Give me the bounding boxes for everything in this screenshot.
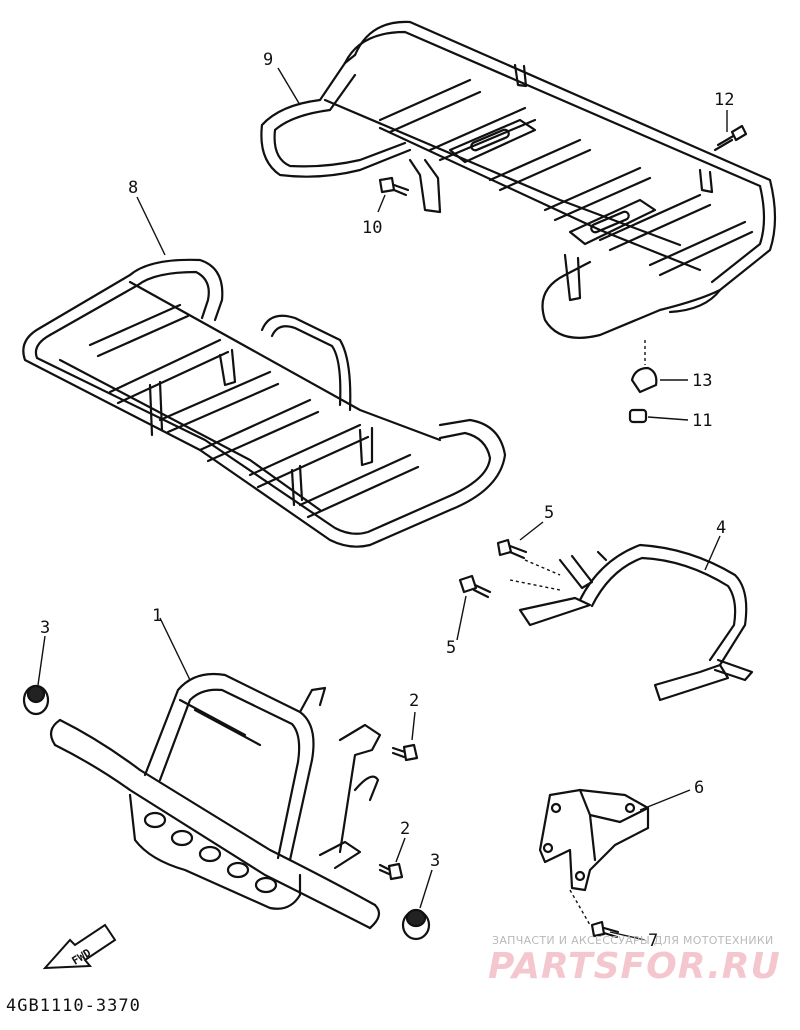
- forward-arrow-icon: FWD: [42, 923, 117, 970]
- callout-6: 6: [694, 778, 704, 798]
- callout-5b: 5: [446, 638, 456, 658]
- front-guard-part-1: [49, 672, 382, 930]
- watermark-logo: PARTSFOR.RU: [488, 946, 781, 987]
- leader-lines: [37, 67, 728, 941]
- callout-7: 7: [648, 931, 658, 951]
- callout-9: 9: [263, 50, 273, 70]
- callout-5a: 5: [544, 503, 554, 523]
- watermark-caption: ЗАПЧАСТИ И АКСЕССУАРЫ ДЛЯ МОТОТЕХНИКИ: [492, 934, 774, 947]
- front-carrier-part-8: [22, 258, 507, 548]
- callout-3b: 3: [430, 851, 440, 871]
- bracket-part-6: [538, 788, 650, 892]
- callout-8: 8: [128, 178, 138, 198]
- callout-12: 12: [714, 90, 734, 110]
- callout-2b: 2: [400, 819, 410, 839]
- callout-10: 10: [362, 218, 382, 238]
- rear-bar-part-4: [518, 543, 754, 702]
- callout-13: 13: [692, 371, 712, 391]
- callout-3a: 3: [40, 618, 50, 638]
- diagram-code: 4GB1110-3370: [6, 996, 141, 1016]
- callout-11: 11: [692, 411, 712, 431]
- callout-4: 4: [716, 518, 726, 538]
- bolts-and-fittings: [22, 124, 748, 941]
- rear-carrier-part-9: [260, 20, 777, 339]
- callout-1: 1: [152, 606, 162, 626]
- callout-2a: 2: [409, 691, 419, 711]
